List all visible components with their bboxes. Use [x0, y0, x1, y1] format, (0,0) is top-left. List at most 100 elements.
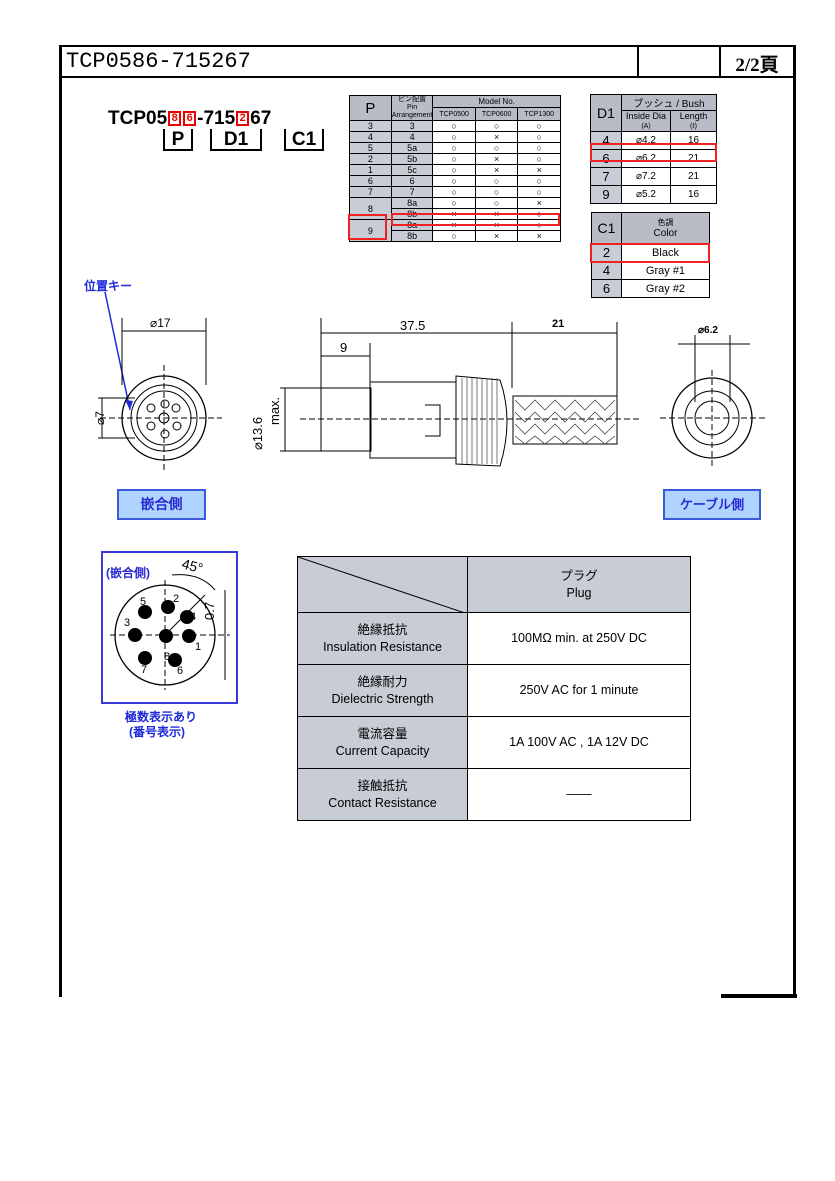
- bush-header-d1: D1: [590, 94, 622, 132]
- spec-value-cell: 250V AC for 1 minute: [467, 664, 691, 717]
- part-code-middle: -715: [197, 108, 236, 129]
- label-d1: D1: [210, 129, 262, 151]
- color-name-cell: Gray #2: [621, 279, 710, 298]
- part-code-box-p2: 6: [183, 111, 197, 127]
- bush-len-sub: (ℓ): [690, 122, 697, 130]
- specs-table: プラグ Plug 絶縁抵抗 Insulation Resistance 100MΩ m…: [297, 556, 691, 821]
- spec-row: 絶縁抵抗 Insulation Resistance 100MΩ min. at 2…: [297, 612, 691, 665]
- bush-header: ブッシュ / Bush: [621, 94, 717, 111]
- pin-table-header-arrangement: ピン配置 Pin Arrangement: [390, 95, 434, 121]
- spec-value-cell: 1A 100V AC , 1A 12V DC: [467, 716, 691, 769]
- page-number: 2/2頁: [735, 55, 779, 76]
- bush-d-cell: 6: [590, 149, 622, 168]
- label-c1: C1: [284, 129, 324, 151]
- highlight-row-8a: [391, 213, 560, 226]
- label-p: P: [163, 129, 193, 151]
- availability-cell: ×: [517, 230, 561, 242]
- specs-corner: [297, 556, 468, 613]
- dim-6-2: ⌀6.2: [698, 325, 718, 336]
- pin-table-header-p: P: [349, 95, 392, 121]
- position-key-label: 位置キー: [84, 279, 133, 293]
- bush-table: D1 ブッシュ / Bush Inside Dia(A) Length(ℓ) 4…: [590, 94, 717, 204]
- dim-13-6: ⌀13.6: [250, 417, 265, 450]
- part-code-suffix: 67: [250, 108, 272, 129]
- spec-label-cell: 絶縁抵抗 Insulation Resistance: [297, 612, 468, 665]
- pin-header-jp: ピン配置: [398, 96, 427, 103]
- corner-diagonal: [298, 557, 465, 613]
- part-code-box-c: 2: [236, 111, 250, 127]
- spec-label-en: Insulation Resistance: [323, 639, 442, 654]
- spec-label-cell: 接触抵抗 Contact Resistance: [297, 768, 468, 821]
- bush-header-len: Length(ℓ): [670, 110, 717, 132]
- specs-header-en: Plug: [566, 585, 592, 600]
- pin-8: 8: [164, 651, 170, 663]
- pin-6: 6: [177, 665, 183, 677]
- mating-side-label: 嵌合側: [117, 489, 206, 520]
- pin-4: 4: [190, 611, 196, 623]
- pin-2: 2: [173, 593, 179, 605]
- header-divider: [719, 45, 721, 78]
- part-code-prefix: TCP05: [108, 108, 168, 129]
- pin-table-row: 8b○××: [350, 230, 561, 242]
- spec-label-en: Current Capacity: [335, 743, 430, 758]
- spec-label-cell: 電流容量 Current Capacity: [297, 716, 468, 769]
- angle-45: 45°: [180, 555, 205, 576]
- availability-cell: ○: [517, 175, 561, 187]
- dim-37-5: 37.5: [400, 318, 425, 333]
- document-title: TCP0586-715267: [66, 49, 251, 74]
- bush-len-label: Length: [679, 110, 708, 121]
- pin-arrangement-table: P ピン配置 Pin Arrangement Model No. TCP0500…: [349, 95, 561, 242]
- part-code-box-p: 8: [168, 111, 182, 127]
- color-header-en: Color: [653, 228, 678, 239]
- spec-label-jp: 電流容量: [357, 726, 408, 741]
- dim-17: ⌀17: [150, 316, 171, 330]
- pin-arrangement-cell: 8b: [390, 230, 434, 242]
- bush-d-cell: 9: [590, 185, 622, 204]
- header-divider: [637, 45, 639, 78]
- pin-5: 5: [140, 596, 146, 608]
- specs-header-jp: プラグ: [560, 568, 598, 583]
- highlight-c1-2: [590, 243, 710, 263]
- pin-p-cell: 9: [349, 219, 392, 242]
- bush-dia-label: Inside Dia: [625, 110, 667, 121]
- spec-label-en: Contact Resistance: [328, 795, 437, 810]
- dim-9: 9: [340, 340, 347, 355]
- pin-1: 1: [195, 641, 201, 653]
- spec-label-jp: 絶縁抵抗: [357, 622, 408, 637]
- bottom-rule: [721, 994, 797, 998]
- color-header-jp: 色調: [657, 218, 674, 227]
- pin-header-en1: Pin: [407, 104, 418, 111]
- spec-label-en: Dielectric Strength: [331, 691, 434, 706]
- specs-header: プラグ Plug: [467, 556, 691, 613]
- header-row: [59, 45, 796, 78]
- dim-max: max.: [267, 397, 282, 425]
- spec-label-cell: 絶縁耐力 Dielectric Strength: [297, 664, 468, 717]
- highlight-p8: [348, 214, 387, 240]
- pin-7: 7: [141, 664, 147, 676]
- spec-value-cell: 100MΩ min. at 250V DC: [467, 612, 691, 665]
- spec-label-jp: 絶縁耐力: [357, 674, 408, 689]
- pin-note-2: (番号表示): [129, 725, 185, 739]
- availability-cell: ○: [432, 230, 476, 242]
- spec-label-jp: 接触抵抗: [357, 778, 408, 793]
- dim-7: ⌀7: [93, 411, 107, 425]
- bush-len-cell: 21: [670, 167, 717, 186]
- bush-len-cell: 16: [670, 185, 717, 204]
- dim-21: 21: [552, 318, 564, 330]
- pin-diagram-caption: (嵌合側): [106, 566, 150, 580]
- model-col: TCP0600: [474, 107, 519, 121]
- pin-table-header-model: Model No.: [432, 95, 561, 108]
- dim-0-7: 0.7: [202, 602, 217, 620]
- highlight-d1-6: [590, 143, 717, 162]
- bush-dia-sub: (A): [641, 122, 651, 130]
